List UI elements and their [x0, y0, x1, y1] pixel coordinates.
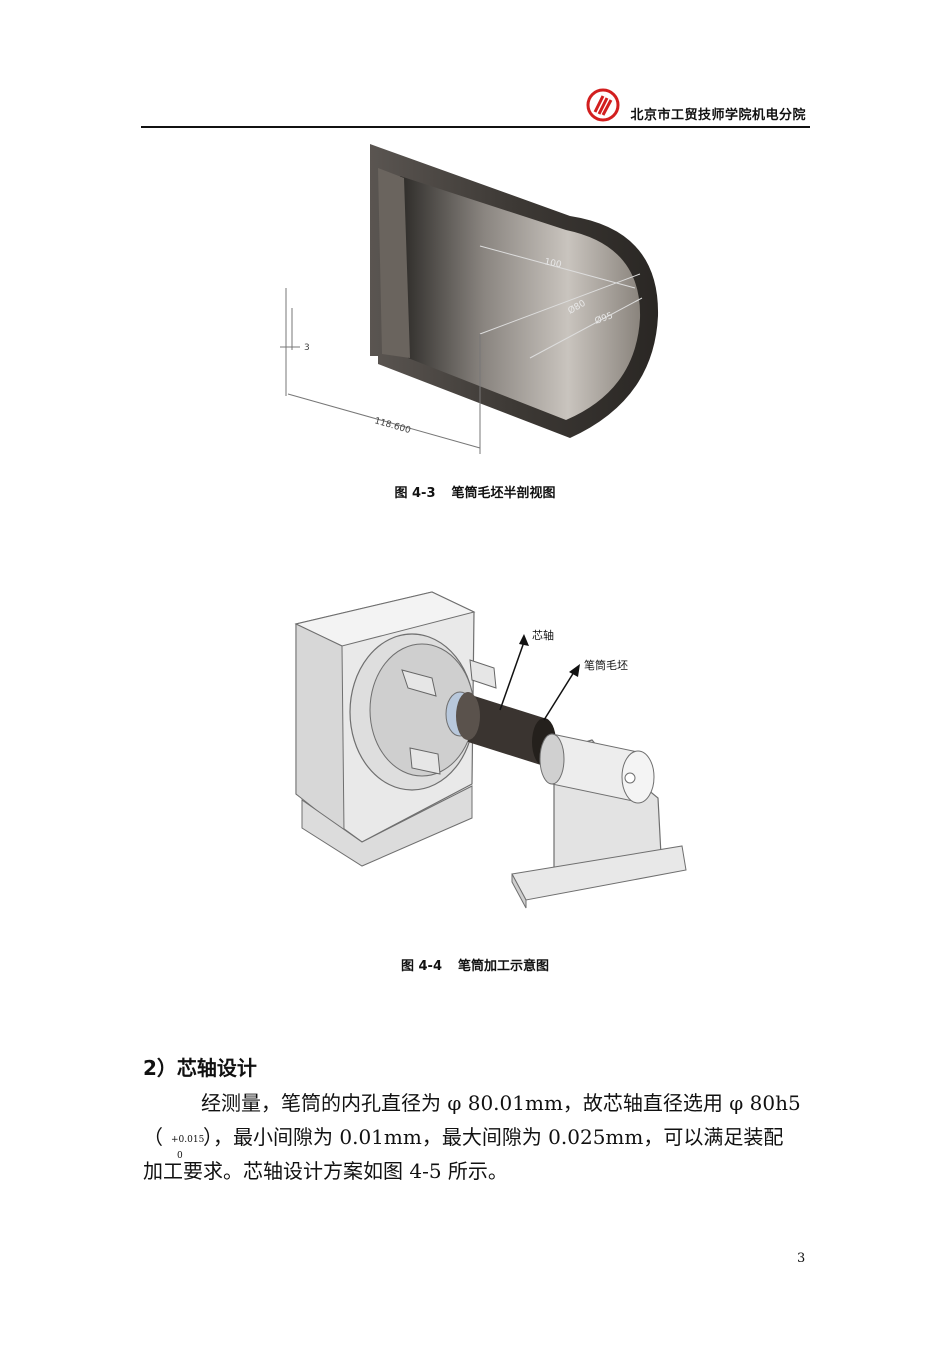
header-institution: 北京市工贸技师学院机电分院: [630, 108, 806, 123]
paragraph-line-3: 加工要求。芯轴设计方案如图 4-5 所示。: [143, 1159, 508, 1183]
label-blank: 笔筒毛坯: [584, 658, 628, 672]
section-heading: 2）芯轴设计: [143, 1056, 257, 1080]
caption-text: 笔筒加工示意图: [458, 959, 550, 974]
tolerance-lower: 0: [177, 1150, 183, 1161]
page-number: 3: [797, 1251, 806, 1266]
tolerance-upper: +0.015: [171, 1134, 205, 1145]
label-mandrel: 芯轴: [532, 628, 554, 642]
dim-wall: 3: [304, 343, 310, 353]
paragraph-line-1: 经测量，笔筒的内孔直径为 φ 80.01mm，故芯轴直径选用 φ 80h5: [201, 1091, 801, 1115]
dim-length-line: [479, 245, 636, 289]
caption-text: 笔筒毛坯半剖视图: [451, 486, 556, 501]
header-rule: [141, 126, 810, 128]
figure-4-4-caption: 图 4-4 笔筒加工示意图: [0, 955, 950, 974]
page-header: 北京市工贸技师学院机电分院: [141, 84, 810, 128]
dim-total: 118.600: [373, 416, 412, 436]
caption-number: 图 4-3: [394, 486, 436, 501]
dim-length: 100: [543, 257, 562, 270]
school-logo-icon: [586, 88, 620, 122]
figure-machining-setup: 芯轴 笔筒毛坯: [262, 584, 717, 924]
paragraph-line-2-text: ），最小间隙为 0.01mm，最大间隙为 0.025mm，可以满足装配: [203, 1125, 784, 1149]
tolerance: +0.015 0: [163, 1129, 204, 1161]
figure-pen-holder-section: 100 Ø80 Ø95 3 118.600: [280, 144, 659, 454]
figure-4-3-caption: 图 4-3 笔筒毛坯半剖视图: [0, 482, 950, 501]
caption-number: 图 4-4: [400, 959, 442, 974]
